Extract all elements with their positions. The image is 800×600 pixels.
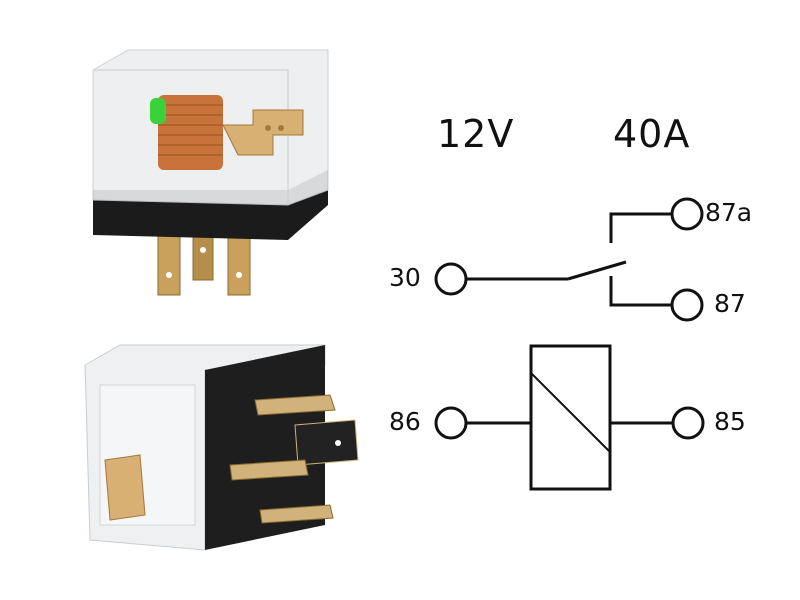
terminal-85-label: 85 (714, 407, 746, 436)
wire-87 (609, 276, 672, 307)
terminal-30-label: 30 (389, 263, 421, 292)
current-rating: 40A (613, 112, 691, 156)
side-contact (104, 454, 146, 521)
terminal-87a-circle (670, 197, 704, 231)
relay-pins (157, 224, 251, 296)
switch-blade (567, 260, 627, 281)
terminal-87-label: 87 (714, 289, 746, 318)
relay-photo-bottom (84, 344, 359, 551)
relay-pins-side (229, 394, 359, 524)
terminal-30-circle (434, 262, 468, 296)
terminal-86-label: 86 (389, 407, 421, 436)
voltage-rating: 12V (437, 112, 515, 156)
wire-87a (609, 212, 672, 243)
coil-box (529, 344, 612, 491)
relay-coil (158, 95, 223, 170)
led-indicator (150, 98, 166, 124)
coil-diagonal (530, 372, 610, 452)
relay-photo-top (92, 49, 329, 296)
relay-contacts (222, 109, 304, 156)
terminal-87-circle (670, 288, 704, 322)
relay-base-face (205, 345, 325, 550)
relay-base (93, 170, 328, 240)
terminal-87a-label: 87a (705, 198, 753, 227)
terminal-85-circle (671, 406, 705, 440)
terminal-86-circle (434, 406, 468, 440)
